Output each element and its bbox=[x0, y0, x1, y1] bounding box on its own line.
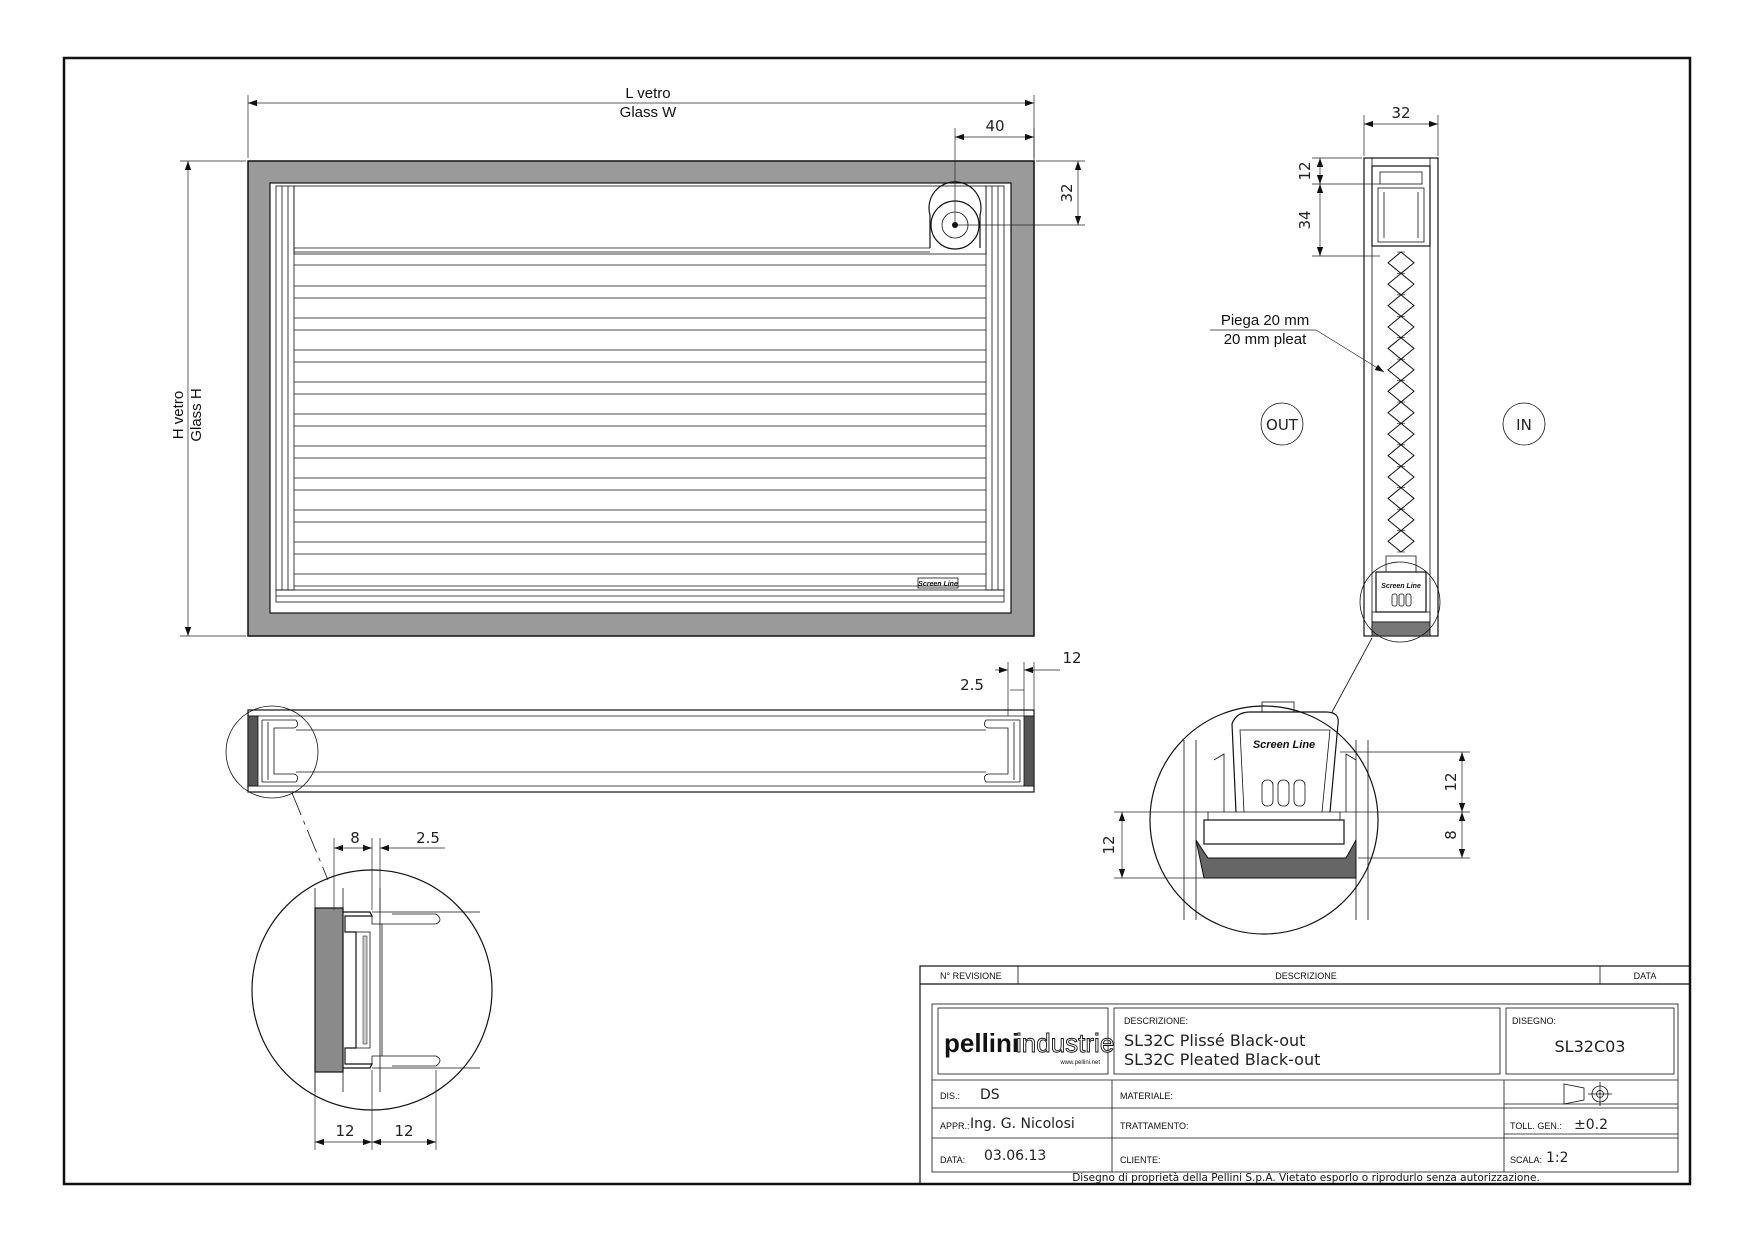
section-dim-12: 12 bbox=[1062, 649, 1081, 667]
height-label-en: Glass H bbox=[188, 388, 205, 441]
detail-right-dim-12-top: 12 bbox=[1442, 772, 1460, 791]
toll-label: TOLL. GEN.: bbox=[1510, 1121, 1562, 1131]
descrizione-label: DESCRIZIONE: bbox=[1124, 1016, 1188, 1026]
front-view: Screen Line L vetro Glass W 40 32 H vetr… bbox=[170, 85, 1085, 637]
title-block: N° REVISIONE DESCRIZIONE DATA pellini in… bbox=[919, 965, 1691, 1185]
projection-symbol bbox=[1563, 1082, 1612, 1106]
side-brand-tag: Screen Line bbox=[1381, 583, 1421, 590]
scala-label: SCALA: bbox=[1510, 1155, 1542, 1165]
cliente-label: CLIENTE: bbox=[1120, 1155, 1161, 1165]
detail-left-dim-2-5: 2.5 bbox=[416, 829, 440, 847]
data-value: 03.06.13 bbox=[984, 1148, 1046, 1164]
detail-left: 8 2.5 12 12 bbox=[251, 829, 493, 1150]
appr-value: Ing. G. Nicolosi bbox=[970, 1116, 1075, 1132]
detail-right-dim-12-left: 12 bbox=[1100, 835, 1118, 854]
in-circle bbox=[1502, 402, 1546, 446]
scala-value: 1:2 bbox=[1546, 1150, 1569, 1166]
width-label-en: Glass W bbox=[620, 104, 678, 121]
pleat-label-it: Piega 20 mm bbox=[1221, 312, 1309, 329]
date-header: DATA bbox=[1634, 971, 1657, 981]
pleat-label-en: 20 mm pleat bbox=[1224, 331, 1307, 348]
detail-left-dim-12-b: 12 bbox=[394, 1122, 413, 1140]
data-label: DATA: bbox=[940, 1155, 965, 1165]
logo-bold: pellini bbox=[944, 1028, 1019, 1058]
logo-url: www.pellini.net bbox=[1059, 1060, 1100, 1066]
footer-note: Disegno di proprietà della Pellini S.p.A… bbox=[1072, 1172, 1540, 1184]
logo-light: industrie bbox=[1016, 1028, 1114, 1058]
detail-circle-left bbox=[225, 705, 319, 799]
pleat-lines bbox=[294, 264, 986, 575]
disegno-value: SL32C03 bbox=[1555, 1037, 1626, 1056]
section-view: 12 2.5 bbox=[225, 649, 1082, 881]
pleat-zigzag bbox=[1387, 251, 1415, 553]
detail-left-dim-8: 8 bbox=[350, 829, 360, 847]
desc-line-2: SL32C Pleated Black-out bbox=[1124, 1050, 1320, 1069]
detail-right-brand-tag: Screen Line bbox=[1253, 739, 1315, 751]
dis-value: DS bbox=[980, 1087, 1000, 1103]
sheet-border bbox=[62, 56, 1692, 1186]
section-dim-2-5: 2.5 bbox=[960, 676, 984, 694]
dim-40: 40 bbox=[985, 117, 1004, 135]
in-label: IN bbox=[1516, 416, 1532, 434]
out-label: OUT bbox=[1266, 416, 1299, 434]
appr-label: APPR.: bbox=[940, 1121, 970, 1131]
side-view: Screen Line 32 12 34 Piega 20 mm 20 mm p… bbox=[1210, 104, 1546, 713]
dim-32-front: 32 bbox=[1058, 183, 1076, 202]
width-label-it: L vetro bbox=[625, 85, 670, 102]
materiale-label: MATERIALE: bbox=[1120, 1091, 1173, 1101]
detail-left-dim-12-a: 12 bbox=[335, 1122, 354, 1140]
detail-right-dim-8: 8 bbox=[1442, 830, 1460, 840]
side-dim-34: 34 bbox=[1296, 210, 1314, 229]
front-brand-tag: Screen Line bbox=[918, 581, 958, 588]
height-label-it: H vetro bbox=[170, 391, 187, 439]
out-circle bbox=[1260, 402, 1304, 446]
rev-header: N° REVISIONE bbox=[940, 971, 1002, 981]
desc-header: DESCRIZIONE bbox=[1275, 971, 1337, 981]
detail-right: Screen Line 12 8 12 bbox=[1100, 701, 1470, 935]
desc-line-1: SL32C Plissé Black-out bbox=[1124, 1031, 1305, 1050]
trattamento-label: TRATTAMENTO: bbox=[1120, 1121, 1189, 1131]
side-dim-32: 32 bbox=[1391, 104, 1410, 122]
disegno-label: DISEGNO: bbox=[1512, 1016, 1556, 1026]
toll-value: ±0.2 bbox=[1574, 1117, 1608, 1133]
dis-label: DIS.: bbox=[940, 1091, 960, 1101]
detail-circle-right bbox=[1359, 561, 1441, 643]
brand-tag-box bbox=[917, 577, 959, 589]
side-dim-12: 12 bbox=[1296, 161, 1314, 180]
